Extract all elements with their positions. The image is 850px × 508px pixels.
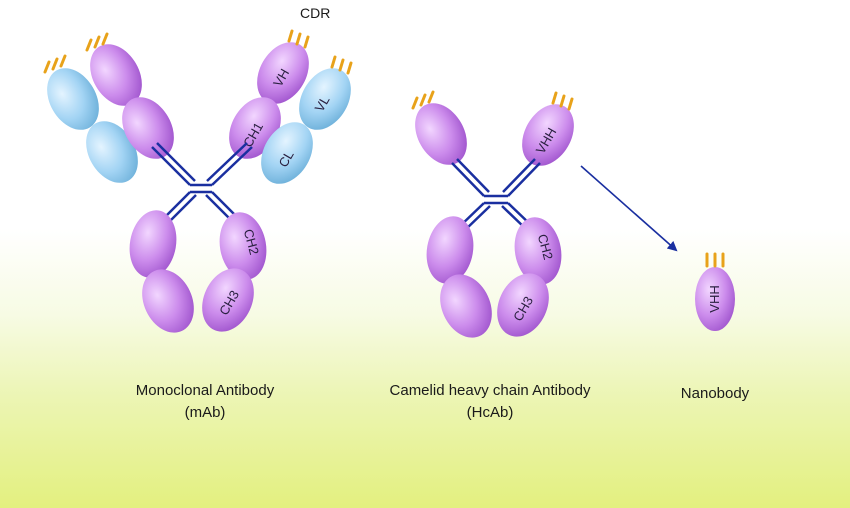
mab-right-ch2-domain: [219, 212, 267, 280]
mab-antibody: VH CH1 VL CL: [43, 29, 353, 333]
mab-left-vh-domain: [90, 44, 142, 106]
mab-left-ch1-domain: [122, 97, 174, 159]
nanobody-vhh-domain: [695, 267, 735, 331]
mab-left-cl-domain: [86, 121, 138, 183]
mab-right-vh-cdr: [287, 29, 310, 49]
hcab-ch2-label: CH2: [535, 232, 556, 261]
mab-left-vh-cdr: [85, 32, 109, 52]
hcab-cdr-loops: [411, 90, 574, 111]
hcab-caption-abbrev: (HcAb): [466, 404, 514, 421]
mab-ch2-label: CH2: [241, 227, 262, 256]
hcab-caption-title: Camelid heavy chain Antibody: [389, 382, 591, 399]
cdr-label: CDR: [300, 5, 331, 21]
mab-cdr-loops: [43, 29, 353, 75]
hcab-caption: Camelid heavy chain Antibody (HcAb): [360, 380, 620, 424]
nanobody-caption: Nanobody: [660, 383, 770, 405]
nanobody-caption-title: Nanobody: [680, 385, 750, 402]
mab-right-vl-domain: [299, 68, 351, 130]
mab-left-vl-cdr: [43, 54, 67, 74]
hcab-right-ch3-domain: [497, 273, 549, 337]
mab-vl-label: VL: [312, 93, 333, 114]
mab-caption-title: Monoclonal Antibody: [135, 382, 275, 399]
mab-left-ch2-domain: [129, 210, 177, 278]
mab-caption-abbrev: (mAb): [184, 404, 226, 421]
mab-fc-region: CH2 CH3: [129, 210, 267, 333]
hcab-left-ch3-domain: [440, 274, 492, 338]
mab-right-vl-cdr: [330, 55, 353, 75]
mab-cl-label: CL: [275, 148, 296, 170]
mab-right-cl-domain: [261, 122, 313, 184]
mab-left-ch3-domain: [142, 269, 194, 333]
mab-left-heavy-fab: [90, 44, 174, 159]
mab-right-ch3-domain: [202, 268, 254, 332]
nanobody-cdr-loops: [705, 252, 725, 268]
mab-right-light-chain: VL CL: [261, 68, 351, 184]
mab-left-vl-domain: [47, 68, 99, 130]
mab-left-light-chain: [47, 68, 138, 183]
nanobody-vhh-label: VHH: [707, 285, 722, 312]
nanobody: VHH: [695, 252, 735, 331]
hcab-left-vhh-domain: [415, 103, 467, 165]
mab-caption: Monoclonal Antibody (mAb): [105, 380, 305, 424]
hcab-antibody: VHH CH2 CH3: [411, 90, 574, 338]
mab-right-vh-domain: [257, 42, 309, 104]
hcab-right-ch2-domain: [514, 217, 562, 285]
conversion-arrow: [580, 165, 678, 252]
hcab-right-vhh-domain: [522, 104, 574, 166]
hcab-left-ch2-domain: [426, 216, 474, 284]
